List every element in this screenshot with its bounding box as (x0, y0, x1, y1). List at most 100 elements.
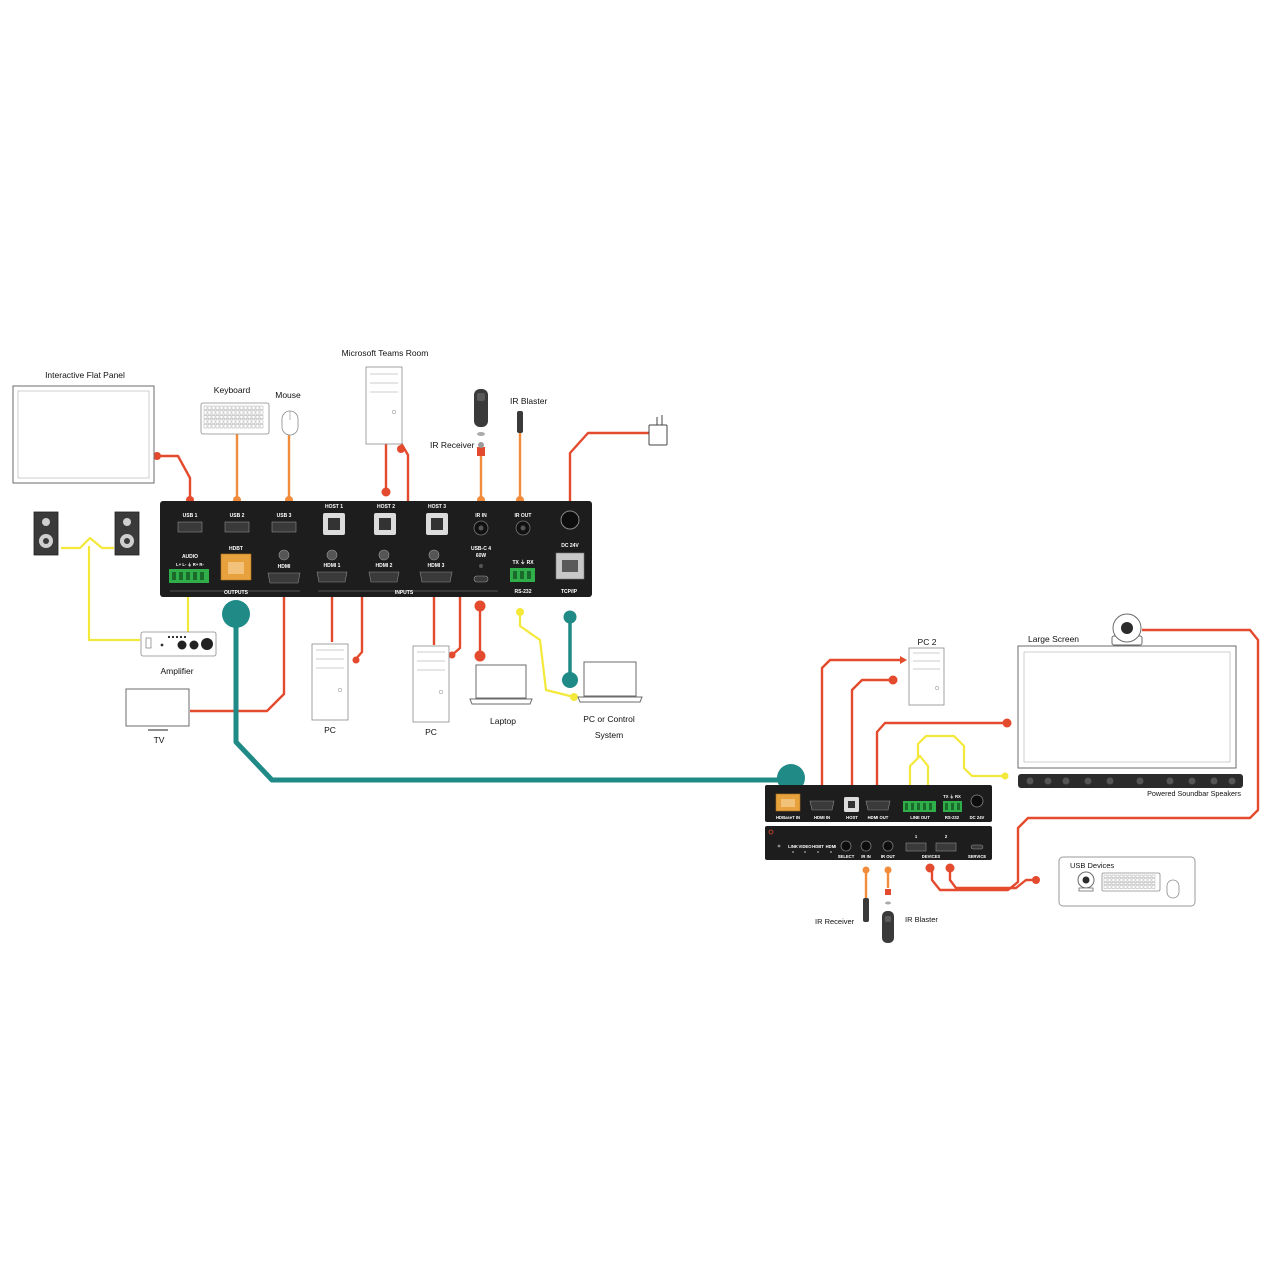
key (223, 410, 228, 415)
teams-room-tower-icon (365, 366, 403, 445)
pc2-tower-icon (908, 647, 945, 706)
key (239, 415, 244, 420)
rx-usb1-port[interactable] (905, 842, 927, 852)
rx-ir-out-port[interactable] (882, 840, 894, 852)
dc24v-label: DC 24V (561, 543, 579, 549)
key (1135, 874, 1140, 878)
rx-hdbaset-label: HDBaseT IN (776, 815, 800, 820)
dc-power-jack[interactable] (560, 510, 580, 530)
key (259, 405, 264, 410)
soundbar-driver (1084, 777, 1092, 785)
key (1151, 885, 1156, 889)
rx-hdmi-in-port[interactable] (809, 800, 835, 811)
host2-label: HOST 2 (377, 504, 395, 510)
key (1135, 878, 1140, 882)
ir-remote-bottom-icon (882, 911, 894, 943)
key (251, 415, 256, 420)
cable-speakers-amp (87, 546, 140, 642)
cable-usb-devices (948, 870, 1036, 890)
power-led (777, 844, 781, 848)
key (207, 419, 212, 424)
brand-logo-icon (768, 829, 774, 835)
key (1131, 874, 1136, 878)
key (259, 424, 264, 429)
key (243, 405, 248, 410)
flat-panel-screen (17, 390, 150, 479)
ir-eye-icon (477, 432, 485, 436)
speaker-right (114, 511, 140, 556)
usb1-port[interactable] (177, 521, 203, 533)
hdmi2-label: HDMI 2 (376, 563, 393, 569)
pc2-label: PC 2 (918, 637, 937, 647)
cable-end-dot (153, 452, 161, 460)
tcpip-label: TCP/IP (561, 589, 578, 595)
key (231, 415, 236, 420)
select-button[interactable] (840, 840, 852, 852)
hdmi-out-label: HDMI (278, 564, 291, 570)
key (1127, 885, 1132, 889)
key (1139, 874, 1144, 878)
usb3-port[interactable] (271, 521, 297, 533)
hdmi3-label: HDMI 3 (428, 563, 445, 569)
main-switcher: USB 1 USB 2 USB 3 HOST 1 HOST 2 HOST 3 I… (160, 501, 592, 597)
key (215, 405, 220, 410)
ir-blaster-head-icon (885, 889, 891, 895)
key (1139, 878, 1144, 882)
pc-2-label: PC (425, 727, 437, 737)
cables (61, 431, 1260, 898)
ir-blaster-bottom-label: IR Blaster (905, 915, 938, 924)
key (251, 410, 256, 415)
key (235, 419, 240, 424)
power-adapter (648, 415, 668, 446)
key (227, 415, 232, 420)
pc-tower-2: PC (412, 645, 450, 737)
key (1107, 885, 1112, 889)
soundbar-device: Powered Soundbar Speakers (1018, 774, 1243, 798)
key (251, 424, 256, 429)
key (227, 419, 232, 424)
key (231, 410, 236, 415)
key (207, 415, 212, 420)
rx-usb2-port[interactable] (935, 842, 957, 852)
key (1103, 874, 1108, 878)
usb2-port[interactable] (224, 521, 250, 533)
hdmi2-port[interactable] (368, 571, 400, 583)
pc-tower-1: PC (311, 643, 349, 735)
key (223, 419, 228, 424)
key (1143, 874, 1148, 878)
key (207, 424, 212, 429)
cable-rx-host (850, 678, 892, 796)
usbc-port[interactable] (473, 575, 489, 583)
key (239, 419, 244, 424)
key (247, 410, 252, 415)
rx-service-label: SERVICE (968, 854, 987, 859)
ir-receiver-bottom-icon (863, 898, 869, 922)
teams-room-label: Microsoft Teams Room (342, 348, 429, 358)
key (1123, 885, 1128, 889)
key (1115, 878, 1120, 882)
tv-label: TV (154, 735, 165, 745)
pc2-remote-device: PC 2 (908, 637, 945, 706)
cable-end-dot (888, 675, 898, 685)
key (255, 419, 260, 424)
key (235, 410, 240, 415)
rx-dc-jack[interactable] (970, 794, 984, 808)
rx-ir-in-port[interactable] (860, 840, 872, 852)
laptop-icon (475, 664, 527, 699)
pc-1-label: PC (324, 725, 336, 735)
key (211, 424, 216, 429)
key (231, 405, 236, 410)
soundbar-drivers (1026, 777, 1236, 785)
hdmi3-port[interactable] (419, 571, 453, 583)
rx-hdmi-out-port[interactable] (865, 800, 891, 811)
hdmi1-port[interactable] (316, 571, 348, 583)
key (219, 405, 224, 410)
key (1123, 878, 1128, 882)
rx-service-port[interactable] (970, 844, 984, 850)
hdmi-out-port[interactable] (267, 572, 301, 584)
cable-power (568, 431, 650, 518)
key (227, 410, 232, 415)
soundbar-driver (1044, 777, 1052, 785)
key (1119, 885, 1124, 889)
